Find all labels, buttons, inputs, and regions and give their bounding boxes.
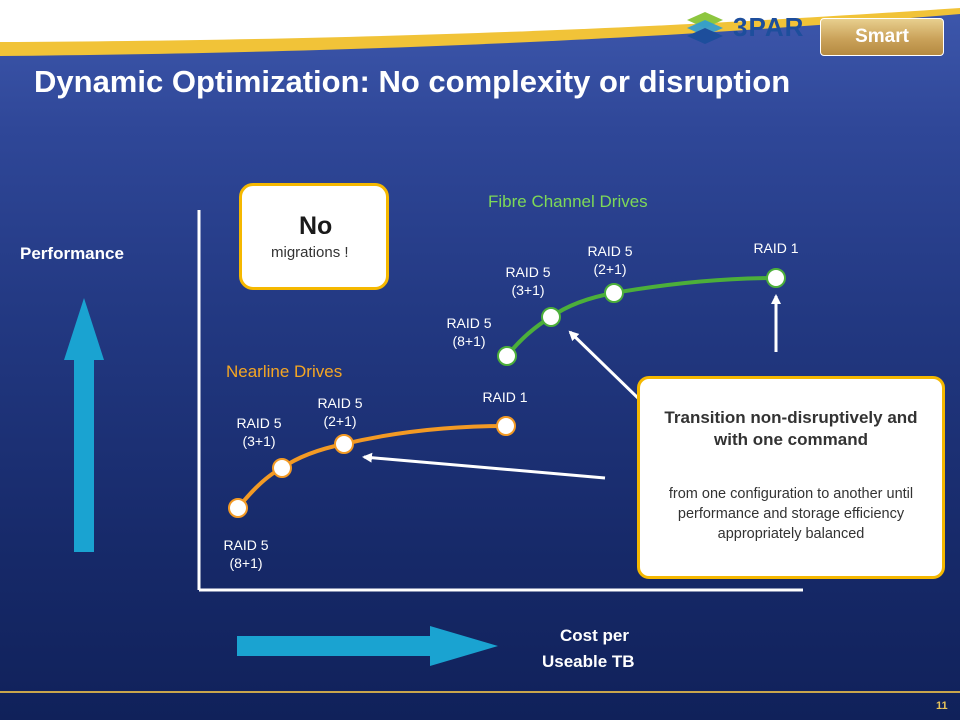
3par-logo-icon: [687, 12, 723, 44]
nearline-label-raid1: RAID 1: [482, 389, 528, 405]
x-axis-label-line2: Useable TB: [542, 652, 635, 671]
nearline-point-raid5-8: [228, 498, 248, 518]
x-axis-label-line1: Cost per: [560, 626, 629, 645]
nearline-label-raid5-2: RAID 5(2+1): [317, 395, 363, 429]
page-title: Dynamic Optimization: No complexity or d…: [34, 64, 791, 99]
fibre-group-label: Fibre Channel Drives: [488, 192, 648, 211]
header-wave: [0, 0, 960, 56]
nearline-label-raid5-3: RAID 5(3+1): [236, 415, 282, 449]
fibre-point-raid5-8: [497, 346, 517, 366]
transition-callout-head: Transition non-disruptively and with one…: [664, 408, 918, 449]
pointer-arrow-nearline: [362, 452, 606, 480]
footer-line: [0, 691, 960, 693]
fibre-point-raid5-2: [604, 283, 624, 303]
performance-arrow-icon: [64, 298, 104, 552]
nearline-point-raid5-2: [334, 434, 354, 454]
nearline-label-raid5-8: RAID 5(8+1): [223, 537, 269, 571]
nearline-curve: [236, 424, 507, 510]
no-migrations-big: No: [299, 212, 333, 240]
no-migrations-callout: No migrations !: [239, 183, 389, 290]
fibre-label-raid1: RAID 1: [753, 240, 799, 256]
fibre-curve: [505, 276, 777, 358]
no-migrations-small: migrations !: [271, 244, 349, 261]
smart-badge: Smart: [820, 18, 944, 56]
transition-callout-body: from one configuration to another until …: [668, 486, 914, 542]
transition-callout: Transition non-disruptively and with one…: [637, 376, 945, 579]
page-number: 11: [936, 700, 948, 712]
fibre-label-raid5-3: RAID 5(3+1): [505, 264, 551, 298]
pointer-arrow-fibre-raid5: [568, 330, 642, 402]
nearline-point-raid1: [496, 416, 516, 436]
fibre-label-raid5-2: RAID 5(2+1): [587, 243, 633, 277]
nearline-point-raid5-3: [272, 458, 292, 478]
nearline-group-label: Nearline Drives: [226, 362, 343, 381]
y-axis-label: Performance: [20, 244, 124, 263]
fibre-label-raid5-8: RAID 5(8+1): [446, 315, 492, 349]
logo-text: 3PAR: [733, 12, 805, 42]
cost-arrow-icon: [237, 626, 498, 666]
fibre-point-raid5-3: [541, 307, 561, 327]
fibre-point-raid1: [766, 268, 786, 288]
